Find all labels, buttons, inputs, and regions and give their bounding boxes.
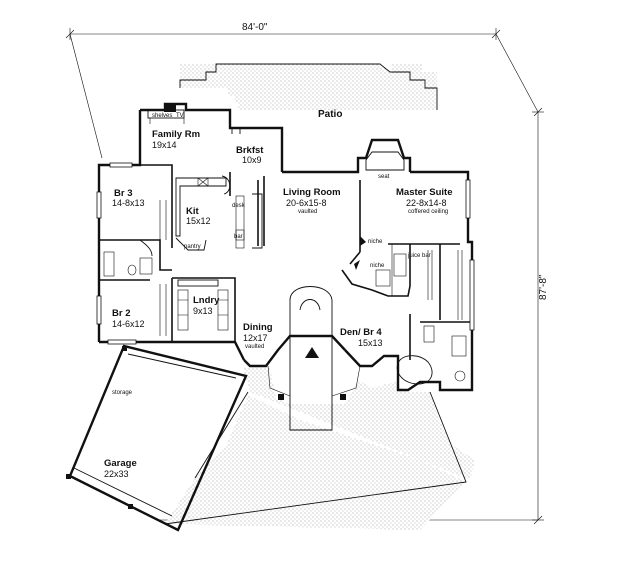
garage-structure [66,344,248,532]
seat-label: seat [378,174,390,180]
tv-label: TV [176,113,184,119]
den-size: 15x13 [358,338,383,348]
shelves-label: shelves [152,113,172,119]
bar-label: bar [234,234,243,240]
kitchen-name: Kit [186,206,200,217]
dining-size: 12x17 [243,333,268,343]
brkfst-size: 10x9 [242,155,262,165]
front-walk-paving [164,368,475,530]
master-suite-size: 22-8x14-8 [406,198,447,208]
patio-name: Patio [318,109,342,120]
right-windows [465,179,475,331]
fixtures [103,104,467,431]
garage-name: Garage [104,458,137,469]
dining-note: vaulted [245,344,264,350]
depth-dimension-label: 87'-8" [538,274,549,300]
room-labels: Patio Family Rm 19x14 Brkfst 10x9 Living… [104,109,453,479]
family-room-name: Family Rm [152,129,200,140]
br2-size: 14-6x12 [112,319,145,329]
laundry-name: Lndry [193,295,220,306]
patio-paving [179,63,438,110]
garage-size: 22x33 [104,469,129,479]
left-windows [96,162,137,345]
living-room-name: Living Room [283,187,341,198]
br3-name: Br 3 [114,188,132,199]
br3-size: 14-8x13 [112,198,145,208]
dining-name: Dining [243,322,273,333]
storage-label: storage [112,390,133,396]
width-dimension: 84'-0" [65,22,539,159]
niche-label-2: niche [370,263,385,269]
family-room-size: 19x14 [152,140,177,150]
width-dimension-label: 84'-0" [242,22,268,33]
interior-walls [99,164,470,360]
desk-label: desk [232,203,246,209]
kitchen-size: 15x12 [186,216,211,226]
master-suite-note: coffered ceiling [408,209,448,215]
juice-bar-label: juice bar [407,253,431,259]
br2-name: Br 2 [112,308,130,319]
annotations: shelves TV seat desk bar pantry niche ni… [112,113,431,396]
living-room-size: 20-6x15-8 [286,198,327,208]
den-name: Den/ Br 4 [340,327,382,338]
pantry-label: pantry [184,244,201,250]
master-suite-name: Master Suite [396,187,453,198]
laundry-size: 9x13 [193,306,213,316]
brkfst-name: Brkfst [236,145,264,156]
living-room-note: vaulted [298,209,317,215]
niche-label: niche [368,239,383,245]
